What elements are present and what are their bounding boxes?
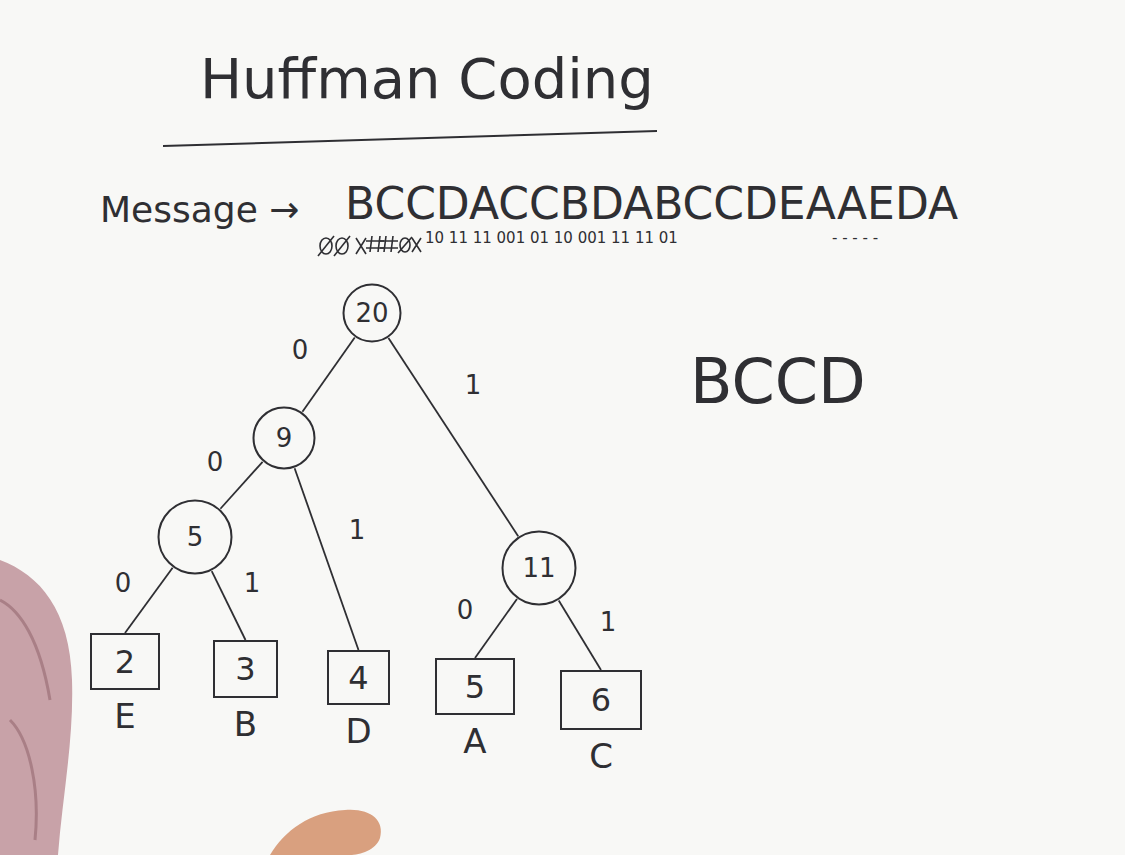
tree-circle-node: 9	[252, 406, 316, 470]
tree-circle-node: 20	[342, 283, 402, 343]
tree-branch	[295, 468, 359, 650]
encoded-bits: 10 11 11 001 01 10 001 11 11 01	[425, 230, 678, 247]
symbol-letter: D	[327, 713, 390, 750]
leaf-node: 6C	[560, 670, 642, 775]
frequency-number: 3	[235, 650, 255, 688]
branch-bit: 0	[455, 596, 476, 625]
tree-branch	[388, 338, 518, 536]
branch-bit: 1	[463, 371, 484, 400]
tree-branch	[212, 571, 246, 640]
branch-bit: 1	[347, 516, 368, 545]
tree-circle-node: 5	[157, 499, 233, 575]
crossed-out-scribbles	[318, 236, 421, 256]
message-text: BCCDACCBDABCCDEAAEDA	[345, 180, 958, 228]
tree-branch	[475, 599, 517, 658]
node-weight: 9	[252, 406, 316, 470]
frequency-number: 2	[115, 643, 135, 681]
branch-bit: 0	[113, 569, 134, 598]
symbol-letter: A	[435, 723, 515, 760]
tree-branch	[559, 600, 601, 670]
frequency-box: 4	[327, 650, 390, 705]
tree-branch	[302, 338, 354, 412]
leaf-node: 4D	[327, 650, 390, 750]
node-weight: 11	[501, 530, 577, 606]
leaf-node: 3B	[213, 640, 278, 743]
title-underline	[163, 131, 657, 146]
decoded-text: BCCD	[690, 348, 866, 416]
branch-bit: 0	[205, 448, 226, 477]
shirt-fold	[0, 600, 50, 840]
symbol-letter: B	[213, 706, 278, 743]
presenter-hand	[270, 810, 381, 855]
leaf-node: 5A	[435, 658, 515, 760]
frequency-box: 2	[90, 633, 160, 690]
continuation-dashes: - - - - -	[832, 230, 878, 247]
branch-bit: 0	[290, 336, 311, 365]
message-label: Message →	[100, 190, 299, 230]
frequency-box: 3	[213, 640, 278, 698]
symbol-letter: E	[90, 698, 160, 735]
node-weight: 5	[157, 499, 233, 575]
presenter-shirt	[0, 560, 72, 855]
node-weight: 20	[342, 283, 402, 343]
frequency-box: 5	[435, 658, 515, 715]
frequency-number: 4	[348, 659, 368, 697]
frequency-number: 5	[465, 668, 485, 706]
branch-bit: 1	[242, 569, 263, 598]
frequency-number: 6	[591, 681, 611, 719]
tree-circle-node: 11	[501, 530, 577, 606]
branch-bit: 1	[598, 608, 619, 637]
symbol-letter: C	[560, 738, 642, 775]
diagram-title: Huffman Coding	[200, 48, 654, 110]
leaf-node: 2E	[90, 633, 160, 735]
frequency-box: 6	[560, 670, 642, 730]
tree-branch	[220, 462, 262, 509]
